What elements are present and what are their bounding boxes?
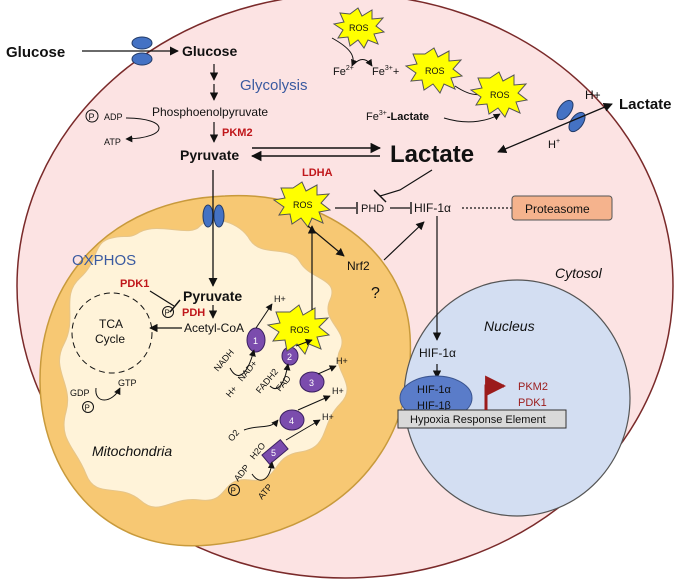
pkm2-enzyme: PKM2 bbox=[222, 127, 253, 139]
phosphate-icon bbox=[85, 109, 99, 123]
pdk1-inhibits-pdh bbox=[149, 290, 175, 307]
atp-phosphate-icon bbox=[228, 484, 240, 496]
hif1a-label: HIF-1α bbox=[417, 384, 452, 396]
complex-3-icon bbox=[299, 371, 325, 393]
complex-2-label: 2 bbox=[287, 352, 292, 362]
fe2-label: Fe2+ bbox=[333, 65, 354, 78]
ros-mito-label: ROS bbox=[290, 325, 310, 335]
mito-pyruvate-label: Pyruvate bbox=[183, 288, 242, 304]
complex-1-proton-arrow bbox=[255, 303, 273, 329]
outside-h-label: H+ bbox=[585, 88, 601, 102]
ros-burst-right bbox=[469, 71, 529, 118]
mitochondria-inner bbox=[59, 219, 348, 508]
adp-atp-synthase-arrow bbox=[251, 461, 275, 481]
outside-glucose-label: Glucose bbox=[6, 44, 65, 61]
nucleus-label: Nucleus bbox=[484, 318, 535, 334]
nrf2-hif-arrow bbox=[383, 221, 425, 261]
complex-5-label: 5 bbox=[271, 448, 276, 458]
ldha-enzyme: LDHA bbox=[302, 167, 333, 179]
pep-label: Phosphoenolpyruvate bbox=[152, 105, 268, 119]
gene-pdk1-label: PDK1 bbox=[518, 397, 547, 409]
pyruvate-label: Pyruvate bbox=[180, 147, 239, 163]
hre-label: Hypoxia Response Element bbox=[410, 414, 546, 426]
cytosol-label: Cytosol bbox=[555, 265, 603, 281]
ros-burst-cytosol bbox=[272, 181, 332, 228]
adp-atp-arrow bbox=[125, 117, 160, 143]
lactate-export-arrow bbox=[497, 102, 613, 154]
ros-cytosol-label: ROS bbox=[293, 200, 313, 210]
ros-burst-top bbox=[332, 7, 386, 49]
complex-4-label: 4 bbox=[289, 416, 294, 426]
pdh-label: PDH bbox=[182, 307, 205, 319]
ros-right-label: ROS bbox=[490, 90, 510, 100]
complex-1-proton: H+ bbox=[274, 294, 286, 304]
tca-phosphate-symbol: P bbox=[85, 404, 90, 413]
fe3-lactate-label: Fe3+-Lactate bbox=[366, 110, 429, 123]
glucose-label: Glucose bbox=[182, 43, 237, 59]
cytosol-h-label: H+ bbox=[548, 138, 560, 151]
hif-cytosol-label: HIF-1α bbox=[414, 201, 451, 215]
mitochondria-label: Mitochondria bbox=[92, 443, 172, 459]
ros-burst-middle bbox=[404, 47, 464, 94]
acetyl-coa-label: Acetyl-CoA bbox=[184, 321, 244, 335]
lactate-inhibit-bar bbox=[373, 189, 387, 203]
atp-phosphate-symbol: P bbox=[231, 487, 236, 496]
fe3-lactate-ros-arrow bbox=[443, 113, 501, 123]
complex-2-proton-arrow bbox=[295, 338, 313, 347]
complex-1-label: 1 bbox=[253, 336, 258, 346]
phd-label: PHD bbox=[361, 203, 384, 215]
complex-3-proton: H+ bbox=[336, 356, 348, 366]
complex-3-label: 3 bbox=[309, 378, 314, 388]
nadh-complex1-arrow bbox=[229, 349, 256, 376]
ros-top-label: ROS bbox=[349, 23, 369, 33]
question-mark: ? bbox=[371, 285, 380, 302]
complex-5-proton: H+ bbox=[322, 412, 334, 422]
lactate-inhibits-phd bbox=[379, 169, 433, 197]
complex-4-icon bbox=[279, 409, 305, 431]
cycle-label: Cycle bbox=[95, 332, 125, 346]
mito-pyruvate-transporter bbox=[202, 204, 225, 228]
complex-5-icon bbox=[261, 438, 289, 466]
lactate-label: Lactate bbox=[390, 141, 474, 168]
o2-complex4-arrow bbox=[243, 419, 279, 431]
pdk1-inhibit-bar bbox=[169, 299, 181, 313]
complex-3-proton-arrow bbox=[317, 365, 337, 375]
complex-4-proton: H+ bbox=[332, 386, 344, 396]
phosphate-symbol: P bbox=[89, 112, 95, 122]
gene-activation-arrow bbox=[484, 375, 507, 410]
hif1b-label: HIF-1β bbox=[417, 400, 451, 412]
fe2-fe3-arrow bbox=[353, 58, 373, 67]
fe3-label: Fe3++ bbox=[372, 65, 399, 78]
mito-phosphate-symbol-top: P bbox=[165, 309, 170, 318]
gdp-gtp-arrow bbox=[95, 387, 121, 401]
nucleus-hif-label: HIF-1α bbox=[419, 346, 456, 360]
tca-phosphate-icon bbox=[82, 401, 94, 413]
gdp-label: GDP bbox=[70, 388, 90, 398]
fadh2-complex2-arrow bbox=[269, 363, 291, 389]
complex-5-proton-arrow bbox=[285, 419, 321, 441]
tca-cycle bbox=[71, 292, 153, 374]
nrf2-label: Nrf2 bbox=[347, 259, 370, 273]
complex-4-proton-arrow bbox=[297, 395, 331, 411]
tca-label: TCA bbox=[99, 317, 123, 331]
fe2-ros-arrow bbox=[331, 37, 358, 67]
outside-lactate-label: Lactate bbox=[619, 96, 672, 113]
pdk1-mito-label: PDK1 bbox=[120, 278, 149, 290]
glucose-transporter bbox=[131, 36, 153, 66]
proteasome-label: Proteasome bbox=[525, 202, 590, 216]
glycolysis-label: Glycolysis bbox=[240, 77, 308, 94]
proteasome-box bbox=[511, 195, 613, 221]
gene-pkm2-label: PKM2 bbox=[518, 381, 548, 393]
atp-label: ATP bbox=[104, 137, 121, 147]
oxphos-label: OXPHOS bbox=[72, 252, 136, 269]
mito-phosphate-icon bbox=[162, 306, 174, 318]
ros-middle-label: ROS bbox=[425, 66, 445, 76]
gtp-label: GTP bbox=[118, 378, 137, 388]
hre-box bbox=[397, 409, 567, 429]
adp-label: ADP bbox=[104, 112, 123, 122]
